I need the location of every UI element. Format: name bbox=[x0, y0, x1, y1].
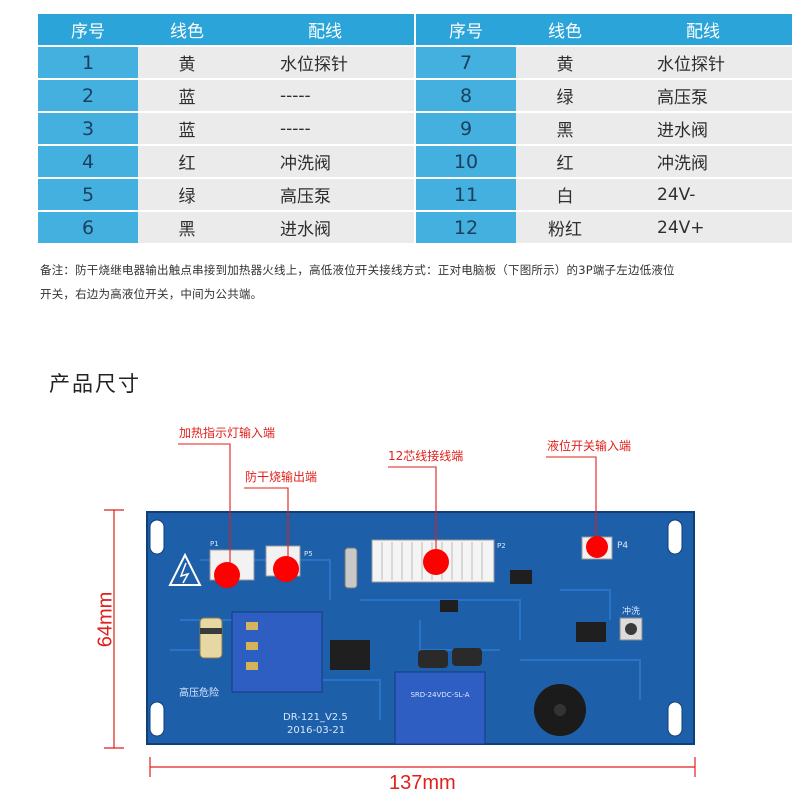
header-num-right: 序号 bbox=[416, 14, 516, 45]
p2-label: P2 bbox=[497, 542, 506, 550]
cell-color: 白 bbox=[516, 179, 614, 210]
table-header-row: 序号 线色 配线 序号 线色 配线 bbox=[38, 14, 792, 45]
cell-color: 黄 bbox=[516, 47, 614, 78]
header-wiring-right: 配线 bbox=[614, 14, 792, 45]
marker-heater-indicator bbox=[214, 562, 240, 588]
cell-wiring: ----- bbox=[236, 113, 414, 144]
marker-twelve-core bbox=[423, 549, 449, 575]
cell-color: 红 bbox=[138, 146, 236, 177]
relay-label: SRD-24VDC-SL-A bbox=[410, 691, 469, 699]
table-divider bbox=[414, 212, 416, 243]
flush-button-label: 冲洗 bbox=[622, 605, 640, 617]
header-color-right: 线色 bbox=[516, 14, 614, 45]
cell-num: 9 bbox=[416, 113, 516, 144]
cell-color: 绿 bbox=[138, 179, 236, 210]
cell-color: 黑 bbox=[516, 113, 614, 144]
callout-dry-burn-output: 防干烧输出端 bbox=[245, 470, 318, 484]
cell-wiring: 冲洗阀 bbox=[236, 146, 414, 177]
cell-color: 粉红 bbox=[516, 212, 614, 243]
cell-num: 4 bbox=[38, 146, 138, 177]
callout-twelve-core: 12芯线接线端 bbox=[388, 449, 464, 463]
cell-num: 2 bbox=[38, 80, 138, 111]
wiring-note: 备注：防干烧继电器输出触点串接到加热器火线上，高低液位开关接线方式：正对电脑板（… bbox=[40, 258, 800, 306]
board-model-label: DR-121_V2.5 bbox=[283, 712, 348, 723]
width-dimension-label: 137mm bbox=[389, 772, 456, 794]
high-voltage-warning-icon bbox=[168, 552, 202, 586]
cell-color: 绿 bbox=[516, 80, 614, 111]
cell-color: 黄 bbox=[138, 47, 236, 78]
header-color: 线色 bbox=[138, 14, 236, 45]
header-wiring: 配线 bbox=[236, 14, 414, 45]
cell-num: 8 bbox=[416, 80, 516, 111]
cell-num: 5 bbox=[38, 179, 138, 210]
dimension-lines bbox=[104, 509, 696, 777]
cell-wiring: 进水阀 bbox=[614, 113, 792, 144]
cell-wiring: 24V- bbox=[614, 179, 792, 210]
cell-wiring: 进水阀 bbox=[236, 212, 414, 243]
board-date-label: 2016-03-21 bbox=[287, 725, 345, 736]
cell-color: 蓝 bbox=[138, 113, 236, 144]
note-line-1: 备注：防干烧继电器输出触点串接到加热器火线上，高低液位开关接线方式：正对电脑板（… bbox=[40, 263, 675, 277]
cell-color: 蓝 bbox=[138, 80, 236, 111]
table-divider bbox=[414, 14, 416, 45]
p1-label: P1 bbox=[210, 540, 219, 548]
cell-num: 1 bbox=[38, 47, 138, 78]
cell-wiring: 24V+ bbox=[614, 212, 792, 243]
cell-color: 黑 bbox=[138, 212, 236, 243]
table-divider bbox=[414, 47, 416, 78]
callout-level-switch: 液位开关输入端 bbox=[547, 439, 632, 453]
header-num: 序号 bbox=[38, 14, 138, 45]
table-divider bbox=[414, 113, 416, 144]
cell-num: 7 bbox=[416, 47, 516, 78]
high-voltage-label: 高压危险 bbox=[179, 686, 219, 699]
section-title: 产品尺寸 bbox=[49, 372, 141, 396]
marker-level-switch bbox=[586, 536, 608, 558]
note-line-2: 开关，右边为高液位开关，中间为公共端。 bbox=[40, 287, 263, 301]
table-divider bbox=[414, 179, 416, 210]
cell-num: 10 bbox=[416, 146, 516, 177]
table-divider bbox=[414, 80, 416, 111]
table-divider bbox=[414, 146, 416, 177]
cell-wiring: ----- bbox=[236, 80, 414, 111]
cell-color: 红 bbox=[516, 146, 614, 177]
cell-num: 3 bbox=[38, 113, 138, 144]
p4-label: P4 bbox=[617, 541, 628, 551]
pcb-board: SRD-24VDC-SL-A 高压危险 DR-121_V2.5 2016-03-… bbox=[146, 511, 695, 745]
cell-wiring: 高压泵 bbox=[614, 80, 792, 111]
cell-wiring: 水位探针 bbox=[236, 47, 414, 78]
cell-wiring: 冲洗阀 bbox=[614, 146, 792, 177]
callout-heater-indicator: 加热指示灯输入端 bbox=[179, 426, 276, 440]
p5-label: P5 bbox=[304, 550, 313, 558]
cell-wiring: 高压泵 bbox=[236, 179, 414, 210]
cell-num: 12 bbox=[416, 212, 516, 243]
cell-wiring: 水位探针 bbox=[614, 47, 792, 78]
callout-lines bbox=[178, 443, 597, 565]
cell-num: 11 bbox=[416, 179, 516, 210]
height-dimension-label: 64mm bbox=[94, 591, 117, 648]
cell-num: 6 bbox=[38, 212, 138, 243]
marker-dry-burn-output bbox=[273, 556, 299, 582]
